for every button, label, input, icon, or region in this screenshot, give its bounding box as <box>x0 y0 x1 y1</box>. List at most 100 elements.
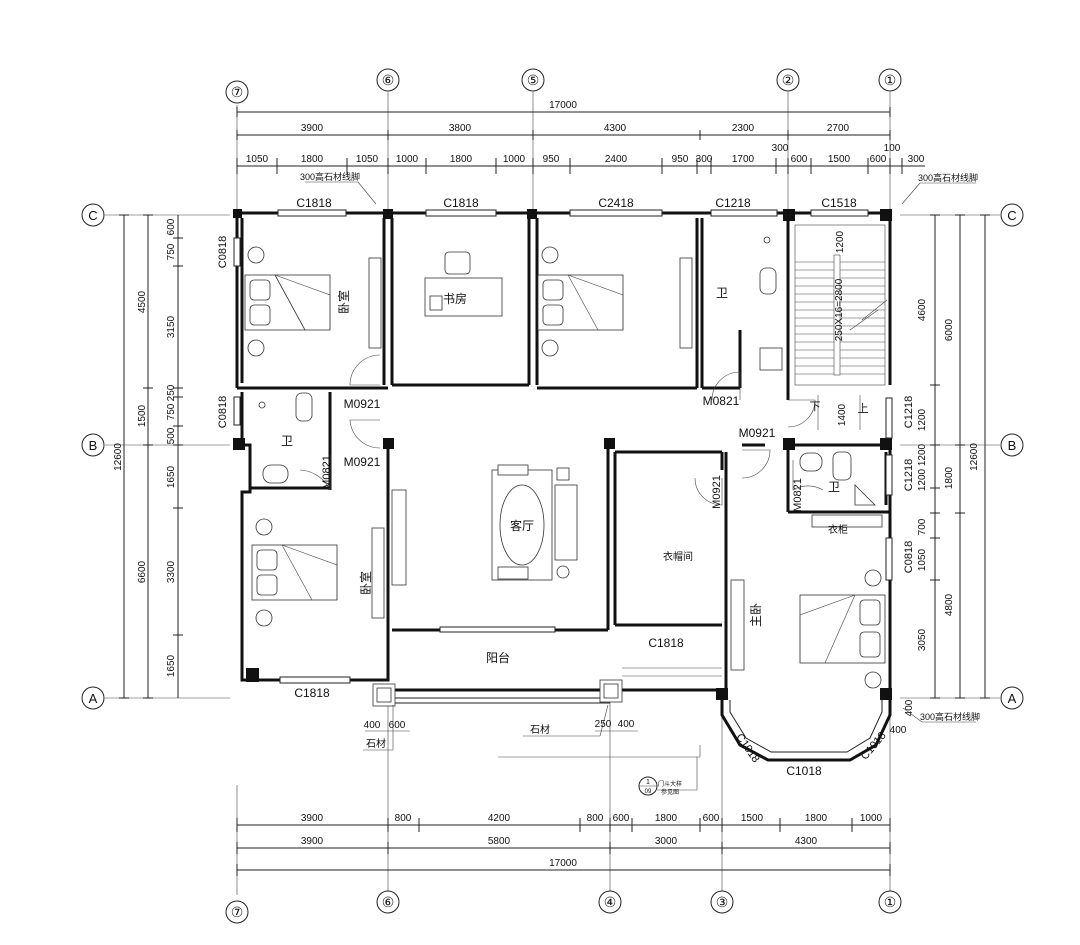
axis-label-top-2: ② <box>782 72 795 88</box>
axis-bubbles-top: ⑦ ⑥ ⑤ ② ① <box>225 68 902 104</box>
room-balcony: 阳台 <box>486 650 510 665</box>
dim-right-detail-4: 1200 <box>917 468 928 491</box>
dim-bottom-detail-1: 3900 <box>301 813 324 824</box>
dim-right-detail-2: 1200 <box>917 408 928 431</box>
stair-down-label: 下 <box>810 401 821 413</box>
dim-top-detail-16: 100 <box>884 143 901 154</box>
stair-1200: 1200 <box>835 230 846 253</box>
window-label-4: C1218 <box>715 196 751 210</box>
north-windows <box>233 209 893 684</box>
dim-small-250: 250 <box>595 719 612 730</box>
dim-left-detail-2: 750 <box>166 243 177 260</box>
dim-bottom-detail-9: 1800 <box>805 813 828 824</box>
dim-left-detail-6: 500 <box>166 427 177 444</box>
axis-label-left-b: B <box>89 438 98 453</box>
bath-fixtures <box>258 236 876 506</box>
room-bath-e: 卫 <box>828 480 840 494</box>
axis-label-top-6: ⑥ <box>382 72 395 88</box>
dim-left-detail-3: 3150 <box>166 315 177 338</box>
dim-top-mid-2: 3800 <box>449 123 472 134</box>
axis-label-bottom-1: ① <box>884 894 897 910</box>
dim-top-detail-1: 1050 <box>246 154 269 165</box>
detail-ref-sheet: 09 <box>645 789 652 795</box>
dim-small-600a: 600 <box>389 720 406 731</box>
dim-top-detail-6: 1000 <box>503 154 526 165</box>
dim-small-400c: 400 <box>890 725 907 736</box>
bottom-dimensions: 3900 800 4200 800 600 1800 600 1500 1800… <box>236 813 891 876</box>
axis-label-left-c: C <box>88 208 97 223</box>
dim-right-outer: 12600 <box>969 443 980 471</box>
top-detail-ticks <box>236 158 903 174</box>
dim-left-detail-5: 750 <box>166 403 177 420</box>
dim-right-detail-8: 400 <box>904 699 915 716</box>
living-sofa-set <box>491 464 578 581</box>
note-stone-right: 300高石材线脚 <box>918 172 978 183</box>
dim-left-mid-2: 1500 <box>137 404 148 427</box>
staircase <box>794 224 888 430</box>
dim-top-detail-15: 600 <box>870 154 887 165</box>
dim-left-mid-3: 6600 <box>137 560 148 583</box>
study-desk <box>424 251 503 317</box>
dim-right-detail-5: 700 <box>917 518 928 535</box>
dim-right-detail-3: 1200 <box>917 443 928 466</box>
dim-top-detail-8: 2400 <box>605 154 628 165</box>
stair-1400: 1400 <box>837 403 848 426</box>
window-label-7: C0818 <box>217 396 229 428</box>
door-label-1: M0921 <box>344 397 381 411</box>
stair-size: 250X16=2800 <box>834 278 845 341</box>
dim-top-detail-5: 1800 <box>450 154 473 165</box>
note-stone-a: 石材 <box>366 737 386 750</box>
dim-bottom-detail-6: 1800 <box>655 813 678 824</box>
window-label-1: C1818 <box>296 196 332 210</box>
axis-label-right-a: A <box>1008 691 1017 706</box>
dim-right-mid-3: 4800 <box>944 593 955 616</box>
doors <box>299 354 824 506</box>
door-label-6: M0921 <box>711 475 723 509</box>
window-label-3: C2418 <box>598 196 634 210</box>
columns <box>233 209 892 700</box>
door-label-5: M0821 <box>321 455 333 489</box>
detail-ref-sub: 参见图 <box>661 788 679 796</box>
door-label-4: M0921 <box>739 426 776 440</box>
detail-ref-title: 门斗大样 <box>658 780 682 788</box>
axis-label-top-7: ⑦ <box>231 84 244 100</box>
room-wardrobe: 衣柜 <box>828 523 848 536</box>
dim-top-detail-4: 1000 <box>396 154 419 165</box>
dim-bottom-mid-3: 3000 <box>655 836 678 847</box>
detail-ref-num: 1 <box>646 779 650 786</box>
window-label-5: C1518 <box>821 196 857 210</box>
dim-bottom-detail-3: 4200 <box>488 813 511 824</box>
right-dimensions: 4600 1200 1200 1200 700 1050 3050 400 60… <box>904 214 990 716</box>
axis-label-bottom-3: ③ <box>716 894 729 910</box>
dim-left-mid-1: 4500 <box>137 290 148 313</box>
dim-top-detail-10: 300 <box>696 154 713 165</box>
dim-top-detail-3: 1050 <box>356 154 379 165</box>
door-labels: M0921 M0921 M0821 M0921 M0821 M0921 M082… <box>321 394 804 512</box>
door-label-7: M0821 <box>792 478 804 512</box>
annotations: 300高石材线脚 300高石材线脚 300高石材线脚 石材 石材 400 600… <box>300 171 980 796</box>
dim-bottom-mid-4: 4300 <box>795 836 818 847</box>
door-label-3: M0821 <box>703 394 740 408</box>
dim-bottom-detail-5: 600 <box>613 813 630 824</box>
dim-bottom-detail-10: 1000 <box>860 813 883 824</box>
note-stone-b: 石材 <box>530 723 550 736</box>
room-bath-ne: 卫 <box>716 286 728 300</box>
dim-left-detail-9: 1650 <box>166 654 177 677</box>
bed-sw <box>251 518 338 627</box>
room-study: 书房 <box>443 291 467 306</box>
dim-right-mid-1: 6000 <box>944 318 955 341</box>
axis-bubbles-side: C B A C B A <box>81 203 1024 710</box>
dim-top-detail-14: 1500 <box>828 154 851 165</box>
dim-bottom-detail-2: 800 <box>395 813 412 824</box>
dim-top-detail-13: 600 <box>791 154 808 165</box>
dim-right-detail-7: 3050 <box>917 628 928 651</box>
dim-bottom-mid-2: 5800 <box>488 836 511 847</box>
axis-label-bottom-7: ⑦ <box>231 904 244 920</box>
dim-bottom-detail-8: 1500 <box>741 813 764 824</box>
dim-left-detail-4: 250 <box>166 384 177 401</box>
window-label-9: C1218 <box>903 459 915 491</box>
bed-master <box>799 569 886 689</box>
dim-bottom-detail-7: 600 <box>703 813 720 824</box>
axis-label-bottom-6: ⑥ <box>382 894 395 910</box>
dim-top-total: 17000 <box>549 100 577 111</box>
